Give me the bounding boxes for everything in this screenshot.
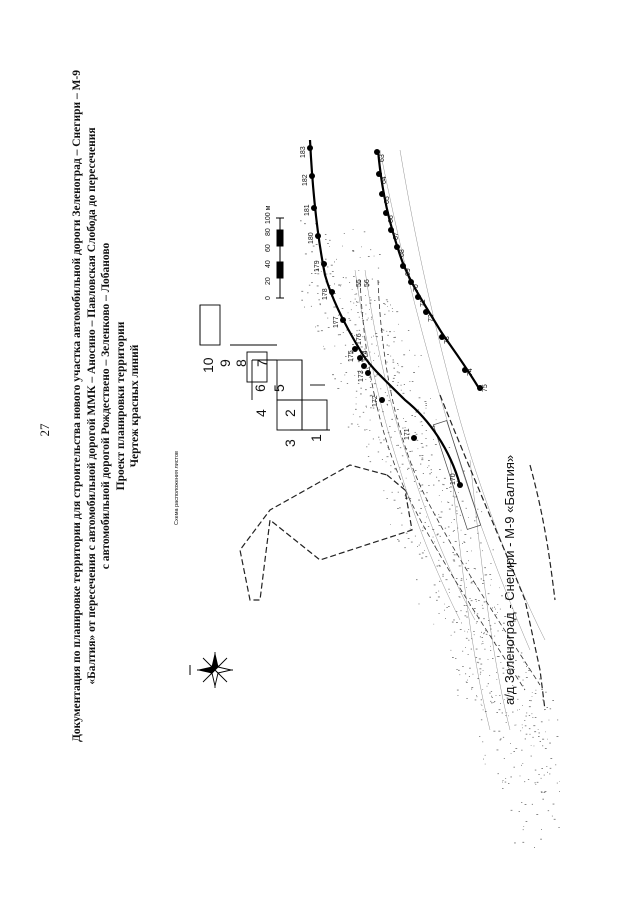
right-line-vertices [374,149,483,391]
compass-rose-icon [197,652,233,688]
left-red-line [308,139,462,486]
sheet-number-7: 7 [254,359,270,367]
scale-tick-80: 80 [265,228,272,236]
point-label-68: 68 [399,249,406,257]
point-label-180: 180 [308,232,315,244]
planning-boundary [239,394,556,711]
header-text: Документация по планировке территории дл… [70,28,143,784]
sheet-number-4: 4 [253,409,269,417]
document-header: Документация по планировке территории дл… [61,28,151,784]
header-line-5: Чертеж красных линий [128,344,141,468]
point-label-69: 69 [405,268,412,276]
point-label-64: 64 [381,176,388,184]
sheet-scheme-title: Схема расположения листов [174,451,180,525]
point-label-176: 176 [356,333,363,345]
point-label-171: 171 [404,428,411,440]
sheet-number-1: 1 [308,434,324,442]
point-label-55: 55 [356,279,363,287]
point-label-75: 75 [482,384,489,392]
point-label-172: 172 [372,395,379,407]
point-label-63: 63 [379,154,386,162]
scale-tick-100: 100 м [265,205,272,224]
sheet-number-10: 10 [200,357,216,373]
left-line-vertices [307,145,463,488]
terrain-dots [300,220,560,848]
header-line-3: с автомобильной дорогой Рождествено – Зе… [99,242,112,570]
road-label: а/д Зеленоград - Снегири - М-9 «Балтия» [502,454,517,705]
point-label-179: 179 [314,260,321,272]
scale-tick-20: 20 [265,277,272,285]
point-label-182: 182 [302,174,309,186]
point-label-74: 74 [467,368,474,376]
sheet-number-8: 8 [233,359,249,367]
map-drawing [189,139,560,848]
point-label-183: 183 [300,146,307,158]
point-label-56: 56 [364,279,371,287]
point-label-72: 72 [428,314,435,322]
point-label-65: 65 [384,196,391,204]
point-label-178: 178 [322,288,329,300]
right-red-line [376,149,481,391]
point-label-177: 177 [333,316,340,328]
sheet-number-2: 2 [282,409,298,417]
point-label-70: 70 [413,284,420,292]
point-label-170: 170 [450,473,457,485]
point-label-66: 66 [388,215,395,223]
page-number: 27 [37,423,52,437]
header-line-2: «Балтия» от пересечения с автомобильной … [85,127,98,685]
sheet-number-9: 9 [217,359,233,367]
point-label-174: 174 [362,350,369,362]
point-label-67: 67 [393,232,400,240]
bridge-outline [432,420,482,530]
header-line-1: Документация по планировке территории дл… [70,69,83,743]
sheet-scheme [199,304,330,431]
sheet-number-5: 5 [271,384,287,392]
point-label-71: 71 [420,299,427,307]
point-label-73: 73 [444,336,451,344]
scale-bar [276,217,284,299]
header-line-4: Проект планировки территории [114,321,127,491]
scale-tick-60: 60 [265,244,272,252]
sheet-number-6: 6 [252,384,268,392]
red-lines-map: Схема расположения листов 1 2 3 4 5 6 7 … [150,130,560,850]
scale-tick-0: 0 [265,296,272,300]
sheet-number-3: 3 [282,439,298,447]
point-label-175: 175 [348,350,355,362]
point-label-181: 181 [304,204,311,216]
point-label-173: 173 [358,370,365,382]
scale-tick-40: 40 [265,260,272,268]
